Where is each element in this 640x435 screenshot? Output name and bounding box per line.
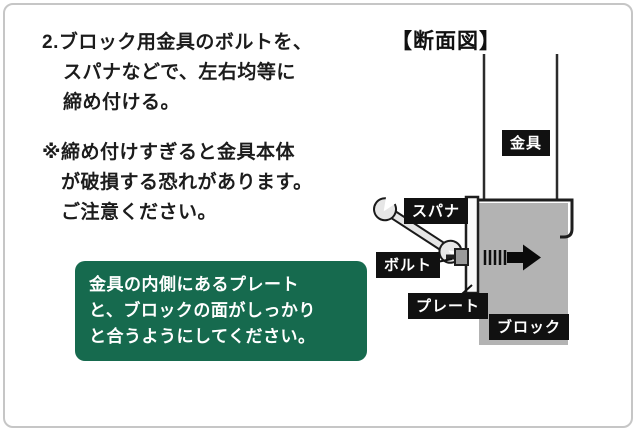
callout-line-2: と、ブロックの面がしっかり bbox=[89, 301, 316, 320]
callout-box: 金具の内側にあるプレート と、ブロックの面がしっかり と合うようにしてください。 bbox=[75, 261, 367, 361]
tighten-arrow-icon bbox=[507, 244, 541, 271]
step2-line-2: スパナなどで、左右均等に bbox=[63, 62, 296, 83]
diagram-title: 【断面図】 bbox=[391, 30, 501, 53]
caution-line-3: ご注意ください。 bbox=[61, 202, 218, 223]
callout-line-3: と合うようにしてください。 bbox=[89, 327, 316, 346]
plate-leader-line bbox=[461, 284, 473, 295]
fitting-bracket-shape bbox=[466, 198, 574, 239]
label-bolt: ボルト bbox=[376, 252, 441, 278]
label-fitting: 金具 bbox=[502, 130, 551, 156]
bolt-nut bbox=[454, 248, 469, 266]
label-spanner: スパナ bbox=[404, 198, 469, 224]
callout-line-1: 金具の内側にあるプレート bbox=[89, 275, 299, 294]
caution-line-2: が破損する恐れがあります。 bbox=[61, 172, 313, 193]
sheet-border bbox=[3, 3, 633, 428]
label-block: ブロック bbox=[489, 314, 570, 340]
step2-line-1: 2.ブロック用金具のボルトを、 bbox=[42, 32, 313, 53]
bolt-thread-icon bbox=[483, 250, 507, 265]
step2-line-3: 締め付ける。 bbox=[63, 92, 181, 113]
wrench-jaw-top-opening bbox=[383, 193, 400, 212]
label-plate: プレート bbox=[408, 293, 489, 319]
caution-line-1: ※締め付けすぎると金具本体 bbox=[42, 142, 295, 163]
